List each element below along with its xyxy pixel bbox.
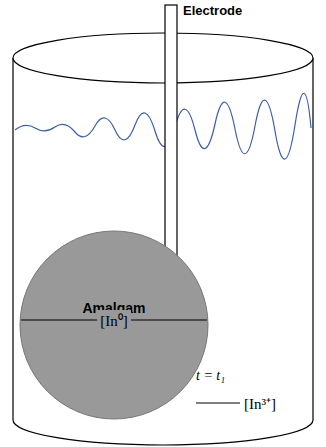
solution-surface [15,93,311,159]
time-label: t = t₁ [196,368,225,384]
amalgam-circle: Amalgam[In⁰] [19,230,209,420]
electrode-label: Electrode [183,3,242,18]
concentration-label: [In⁰] [97,310,131,330]
concentration-label: [In³⁺] [244,393,276,413]
beaker-wall [13,58,313,445]
leader-line [196,402,240,403]
beaker-rim [13,33,313,83]
